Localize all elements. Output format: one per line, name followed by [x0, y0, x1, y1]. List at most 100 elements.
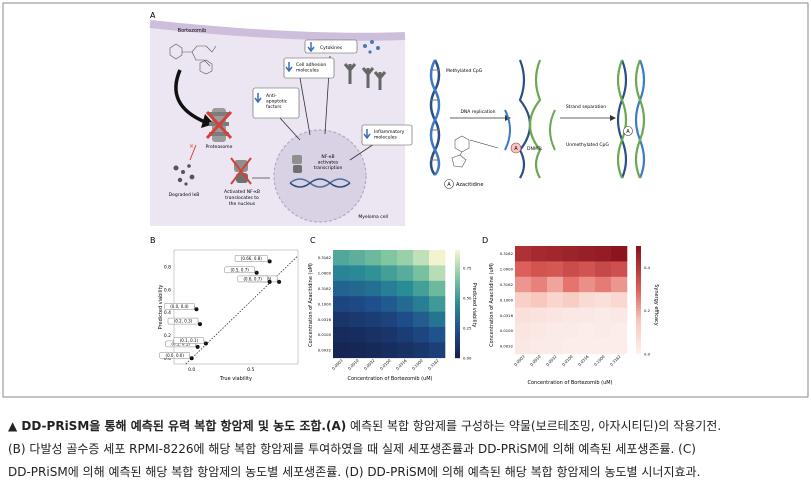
colorbar-segment — [636, 302, 641, 306]
scatter-leader — [267, 278, 270, 283]
heatmap-cell — [579, 276, 596, 293]
heatmap-cell — [349, 327, 366, 343]
caption-line-3: DD-PRiSM에 의해 예측된 해당 복합 항암제의 농도별 세포생존률. (… — [8, 465, 701, 479]
colorbar-segment — [636, 318, 641, 322]
down-arrow-icon — [307, 42, 315, 53]
heatmap-cell — [547, 276, 564, 293]
heatmap-ytick: 0.3162 — [318, 286, 332, 291]
colorbar-tick: 0.0 — [644, 351, 651, 356]
drug-arrow — [174, 69, 206, 124]
myeloma-cell-label: Myeloma cell — [358, 214, 388, 220]
colorbar-segment — [455, 341, 460, 345]
heatmap-ytick: 0.3162 — [500, 251, 514, 256]
colorbar-segment — [636, 351, 641, 355]
heatmap-cell — [531, 246, 548, 262]
heatmap-cell — [349, 265, 366, 282]
heatmap-cell — [579, 307, 596, 324]
scatter-ytick: 0.4 — [164, 310, 171, 316]
colorbar-segment — [455, 268, 460, 272]
nfkb-in-nucleus-icon — [292, 155, 302, 173]
colorbar-segment — [455, 258, 460, 262]
heatmap-cell — [413, 250, 430, 266]
heatmap-cell — [563, 323, 580, 339]
heatmap-ytick: 0.0032 — [500, 344, 514, 349]
colorbar-segment — [455, 328, 460, 332]
colorbar-segment — [455, 309, 460, 313]
bortezomib-molecule — [169, 43, 217, 75]
heatmap-cell — [365, 280, 382, 297]
heatmap-cell — [595, 338, 612, 355]
panel-d: D 0.31621.00000.31620.10000.03160.01000.… — [482, 236, 659, 386]
colorbar-tick: 0.50 — [463, 295, 472, 300]
heatmap-c-xlabel: Concentration of Bortezomib (uM) — [347, 376, 432, 382]
colorbar-segment — [455, 322, 460, 326]
scatter-point-label: (0.2, 0.3) — [174, 319, 193, 324]
heatmap-ytick: 0.0100 — [318, 332, 332, 337]
colorbar-segment — [455, 293, 460, 297]
heatmap-cell — [563, 338, 580, 355]
dna-original-icon — [429, 59, 441, 176]
colorbar-segment — [636, 324, 641, 328]
colorbar-segment — [455, 306, 460, 310]
scatter-xtick: 0.5 — [247, 367, 254, 373]
colorbar-segment — [636, 299, 641, 303]
heatmap-cell — [531, 338, 548, 355]
colorbar-segment — [455, 290, 460, 294]
heatmap-cell — [429, 342, 446, 359]
heatmap-cell — [381, 265, 398, 282]
adhesion-receptors-icon — [343, 63, 387, 90]
svg-text:A: A — [626, 129, 630, 135]
heatmap-cell — [429, 296, 446, 312]
scatter-point-label: (0.1, 0.1) — [180, 338, 199, 343]
colorbar-segment — [455, 314, 460, 318]
heatmap-cell — [349, 250, 366, 266]
colorbar-segment — [636, 294, 641, 298]
heatmap-cell — [595, 292, 612, 308]
heatmap-cell — [531, 261, 548, 278]
colorbar-segment — [636, 337, 641, 341]
drug-label: Bortezomib — [178, 28, 207, 34]
heatmap-cell — [429, 327, 446, 343]
colorbar-segment — [455, 285, 460, 289]
figure: A Bortezomib Proteasome × — [2, 2, 809, 398]
methylated-cpg-label: Methylated CpG — [446, 68, 483, 74]
scatter-xlabel: True viability — [219, 376, 252, 382]
heatmap-ytick: 1.0000 — [318, 271, 332, 276]
heatmap-cell — [595, 276, 612, 293]
colorbar-segment — [636, 340, 641, 344]
panel-label-d: D — [482, 236, 488, 245]
heatmap-cell — [413, 265, 430, 282]
heatmap-cell — [515, 307, 532, 324]
heatmap-cell — [413, 280, 430, 297]
heatmap-ytick: 0.0100 — [500, 328, 514, 333]
heatmap-cell — [333, 327, 350, 343]
unmethylated-cpg-label: Unmethylated CpG — [566, 142, 609, 148]
down-arrow-icon — [285, 62, 293, 73]
heatmap-ytick: 0.0316 — [318, 317, 332, 322]
heatmap-cell — [579, 246, 596, 262]
heatmap-cell — [333, 296, 350, 312]
heatmap-cell — [381, 250, 398, 266]
down-arrow-icon — [363, 129, 371, 140]
colorbar-tick: 0.4 — [644, 265, 651, 270]
colorbar-segment — [636, 329, 641, 333]
colorbar-segment — [455, 287, 460, 291]
heatmap-cell — [579, 292, 596, 308]
colorbar-segment — [636, 251, 641, 255]
heatmap-cell — [547, 261, 564, 278]
heatmap-cell — [397, 342, 414, 359]
colorbar-segment — [455, 311, 460, 316]
colorbar-segment — [455, 336, 460, 340]
colorbar-segment — [455, 260, 460, 264]
heatmap-cell — [531, 307, 548, 324]
scatter-leader — [276, 278, 280, 283]
scatter-leader — [189, 355, 192, 359]
heatmap-cell — [349, 280, 366, 297]
heatmap-cell — [429, 265, 446, 282]
colorbar-segment — [636, 305, 641, 309]
heatmap-cell — [595, 323, 612, 339]
scatter-leader — [267, 258, 270, 262]
